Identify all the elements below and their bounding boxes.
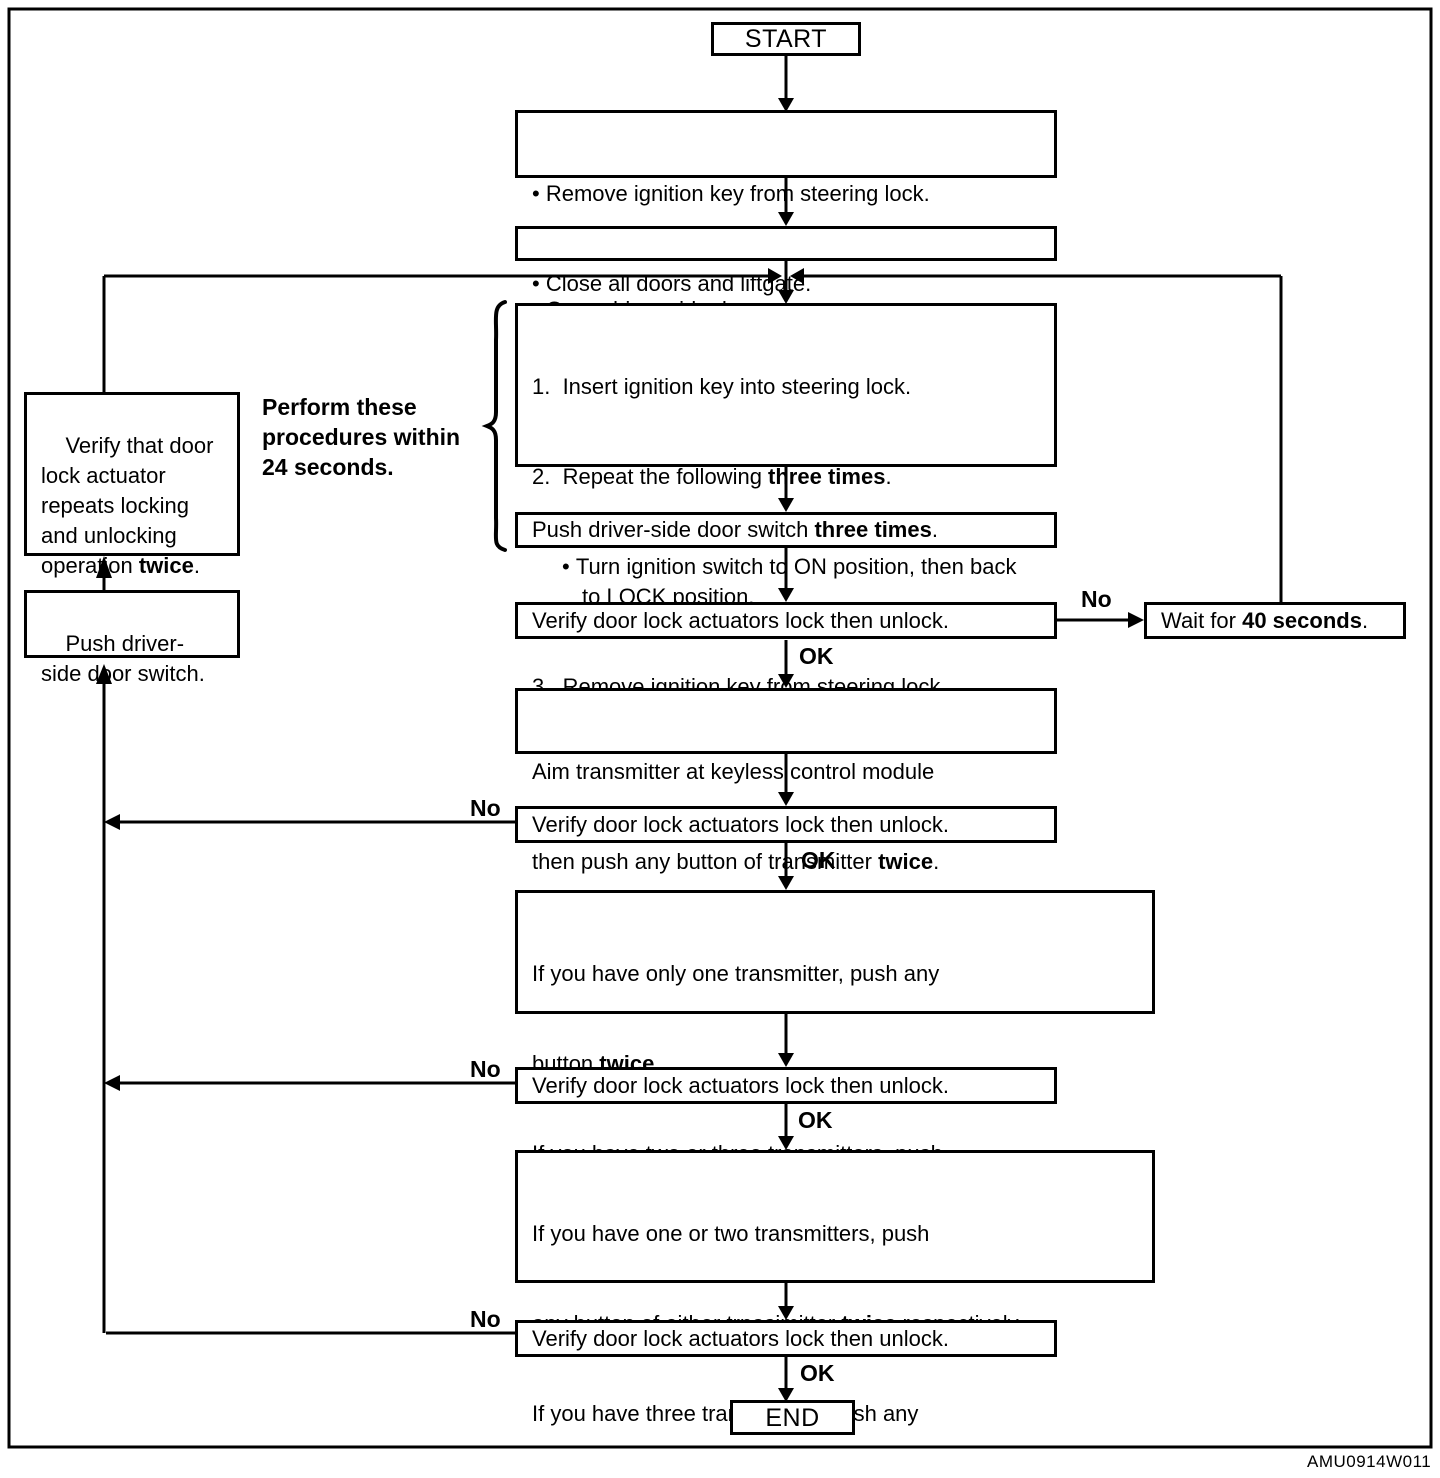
- transmitters-box-a: If you have only one transmitter, push a…: [515, 890, 1155, 1256]
- procedure-brace: [481, 300, 507, 552]
- wait-40-seconds-box: Wait for 40 seconds.: [1144, 602, 1406, 639]
- prep-bullet-1: • Remove ignition key from steering lock…: [532, 181, 930, 206]
- prep-line-1: Remove ignition key from steering lock.: [545, 181, 930, 206]
- verify-actuators-box-1: Verify door lock actuators lock then unl…: [515, 602, 1057, 639]
- ok-label-3: OK: [798, 1107, 833, 1133]
- no-label-1: No: [1081, 586, 1112, 612]
- prep-step-box: • Remove ignition key from steering lock…: [515, 110, 1057, 296]
- verify-actuators-box-2: Verify door lock actuators lock then unl…: [515, 806, 1057, 843]
- verify-3-text: Verify door lock actuators lock then unl…: [532, 1072, 949, 1098]
- push-switch-3x-text: Push driver-side door switch three times…: [532, 517, 938, 542]
- open-door-box: • Open driver-side door.: [515, 226, 1057, 322]
- end-node: END: [730, 1400, 855, 1435]
- verify-actuators-box-4: Verify door lock actuators lock then unl…: [515, 1320, 1057, 1357]
- transmitters-b-line-1: If you have one or two transmitters, pus…: [532, 1221, 930, 1246]
- verify-repeat-box: Verify that door lock actuator repeats l…: [24, 392, 240, 578]
- no-label-4: No: [470, 1306, 501, 1332]
- procedure-step-1: 1. Insert ignition key into steering loc…: [532, 374, 912, 399]
- verify-1-text: Verify door lock actuators lock then unl…: [532, 607, 949, 633]
- procedure-step-2-emphasis: three times: [768, 464, 886, 489]
- ok-label-2: OK: [801, 847, 836, 873]
- prep-line-2: Close all doors and liftgate.: [545, 271, 812, 296]
- no-label-3: No: [470, 1056, 501, 1082]
- transmitters-box-b: If you have one or two transmitters, pus…: [515, 1150, 1155, 1426]
- figure-code: AMU0914W011: [1307, 1452, 1432, 1471]
- aim-transmitter-box: Aim transmitter at keyless control modul…: [515, 688, 1057, 874]
- push-door-switch-box: Push driver-side door switch.: [24, 590, 240, 686]
- verify-2-text: Verify door lock actuators lock then unl…: [532, 811, 949, 837]
- procedure-box: 1. Insert ignition key into steering loc…: [515, 303, 1057, 699]
- transmitters-b-line-3: If you have three transmitters, push any: [532, 1401, 919, 1426]
- prep-bullet-2: • Close all doors and liftgate.: [532, 271, 812, 296]
- procedure-step-2: 2. Repeat the following three times.: [532, 464, 892, 489]
- start-node: START: [711, 22, 861, 56]
- start-label: START: [744, 25, 828, 53]
- aim-line-2: then push any button of transmitter twic…: [532, 849, 940, 874]
- push-switch-text: Push driver-side door switch.: [41, 631, 205, 686]
- verify-actuators-box-3: Verify door lock actuators lock then unl…: [515, 1067, 1057, 1104]
- no-label-2: No: [470, 795, 501, 821]
- ok-label-1: OK: [799, 643, 834, 669]
- verify-4-text: Verify door lock actuators lock then unl…: [532, 1325, 949, 1351]
- verify-repeat-text: Verify that door lock actuator repeats l…: [41, 433, 220, 578]
- aim-line-1: Aim transmitter at keyless control modul…: [532, 759, 935, 784]
- wait-40-text: Wait for 40 seconds.: [1161, 607, 1369, 633]
- end-label: END: [765, 1403, 820, 1432]
- timing-note: Perform these procedures within 24 secon…: [262, 394, 461, 480]
- ok-label-4: OK: [800, 1360, 835, 1386]
- push-door-switch-three-times-box: Push driver-side door switch three times…: [515, 512, 1057, 548]
- transmitters-a-line-1: If you have only one transmitter, push a…: [532, 961, 940, 986]
